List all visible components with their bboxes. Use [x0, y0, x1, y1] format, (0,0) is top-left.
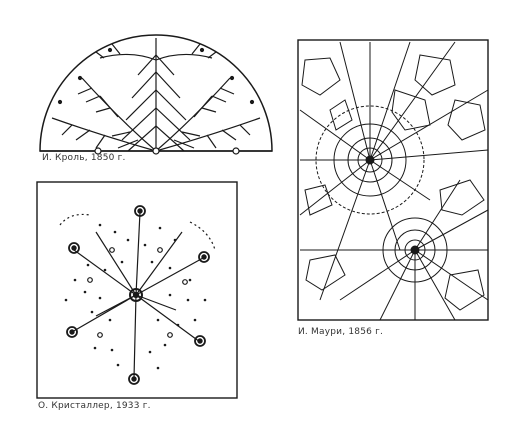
- semicircle-outline: [39, 34, 273, 152]
- central-place-diagram: [36, 181, 238, 399]
- caption-top-left: И. Кроль, 1850 г.: [42, 153, 126, 163]
- caption-bottom-left: О. Кристаллер, 1933 г.: [38, 401, 151, 411]
- web-network-diagram: [297, 39, 489, 321]
- caption-right: И. Маури, 1856 г.: [298, 327, 384, 337]
- web-hub-lower: [300, 179, 489, 321]
- web-network-frame: [297, 39, 489, 321]
- central-place-frame: [36, 181, 238, 399]
- semicircle-tree-diagram: [39, 34, 273, 155]
- web-hub-upper: [299, 41, 489, 301]
